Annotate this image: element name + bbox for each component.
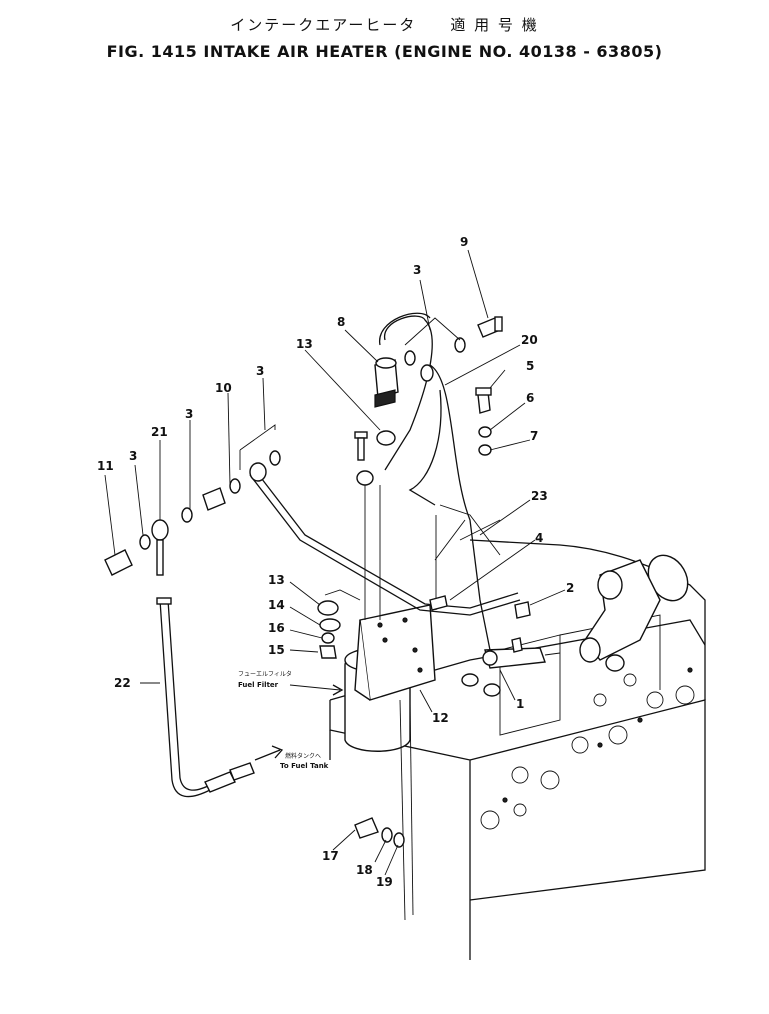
tubes-and-wires (249, 312, 521, 921)
label-part-6: 6 (526, 391, 534, 405)
label-part-17: 17 (322, 849, 339, 863)
small-parts (104, 316, 503, 848)
label-part-5: 5 (526, 359, 534, 373)
label-part-22: 22 (114, 676, 131, 690)
title-japanese: インテークエアーヒータ 適 用 号 機 (230, 16, 539, 34)
fuel-tank-note-jp: 燃料タンクへ (285, 752, 321, 760)
label-part-18: 18 (356, 863, 373, 877)
label-part-7: 7 (530, 429, 538, 443)
label-part-3: 3 (256, 364, 264, 378)
intake-elbow (579, 554, 689, 672)
label-part-13: 13 (296, 337, 313, 351)
label-part-21: 21 (151, 425, 168, 439)
heater-plug-1 (482, 637, 561, 669)
label-part-15: 15 (268, 643, 285, 657)
label-part-2: 2 (566, 581, 574, 595)
label-part-16: 16 (268, 621, 285, 635)
fuel-line-22 (156, 597, 284, 798)
label-part-9: 9 (460, 235, 468, 249)
label-part-8: 8 (337, 315, 345, 329)
label-part-1: 1 (516, 697, 524, 711)
fuel-filter-note: Fuel Filter (238, 681, 279, 689)
label-part-13: 13 (268, 573, 285, 587)
figure-title: FIG. 1415 INTAKE AIR HEATER (ENGINE NO. … (106, 42, 663, 61)
label-part-3: 3 (185, 407, 193, 421)
label-part-12: 12 (432, 711, 449, 725)
label-part-3: 3 (413, 263, 421, 277)
leader-lines (104, 249, 566, 876)
fuel-filter-note-jp: フューエルフィルタ (238, 670, 292, 678)
bracket-12 (354, 604, 436, 701)
label-part-10: 10 (215, 381, 232, 395)
label-part-14: 14 (268, 598, 285, 612)
note-arrows (289, 684, 344, 696)
label-part-11: 11 (97, 459, 114, 473)
label-part-20: 20 (521, 333, 538, 347)
label-part-3: 3 (129, 449, 137, 463)
label-part-23: 23 (531, 489, 548, 503)
fuel-tank-note: To Fuel Tank (280, 762, 329, 770)
connector-2 (514, 601, 531, 619)
label-part-4: 4 (535, 531, 543, 545)
label-part-19: 19 (376, 875, 393, 889)
